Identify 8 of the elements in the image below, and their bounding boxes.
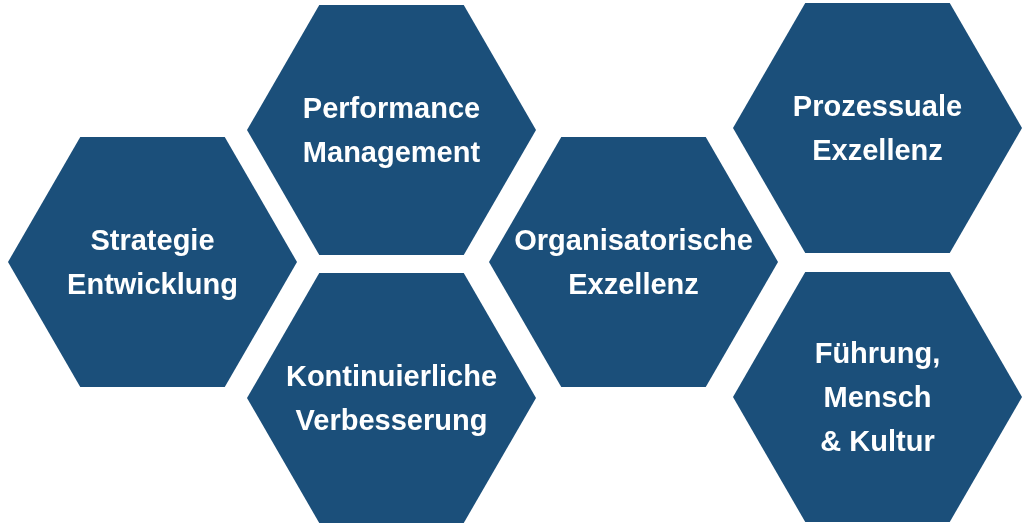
hexagon-label: Organisatorische Exzellenz [513, 223, 754, 302]
hexagon-label: Prozessuale Exzellenz [791, 89, 964, 168]
hexagon-label: Strategie Entwicklung [66, 223, 239, 302]
hexagon-label: Führung, Mensch & Kultur [813, 336, 942, 459]
hexagon-label: Performance Management [301, 91, 482, 170]
hexagon [733, 272, 1022, 522]
hexagon [247, 273, 536, 523]
hexagon-label: Kontinuierliche Verbesserung [284, 359, 499, 438]
